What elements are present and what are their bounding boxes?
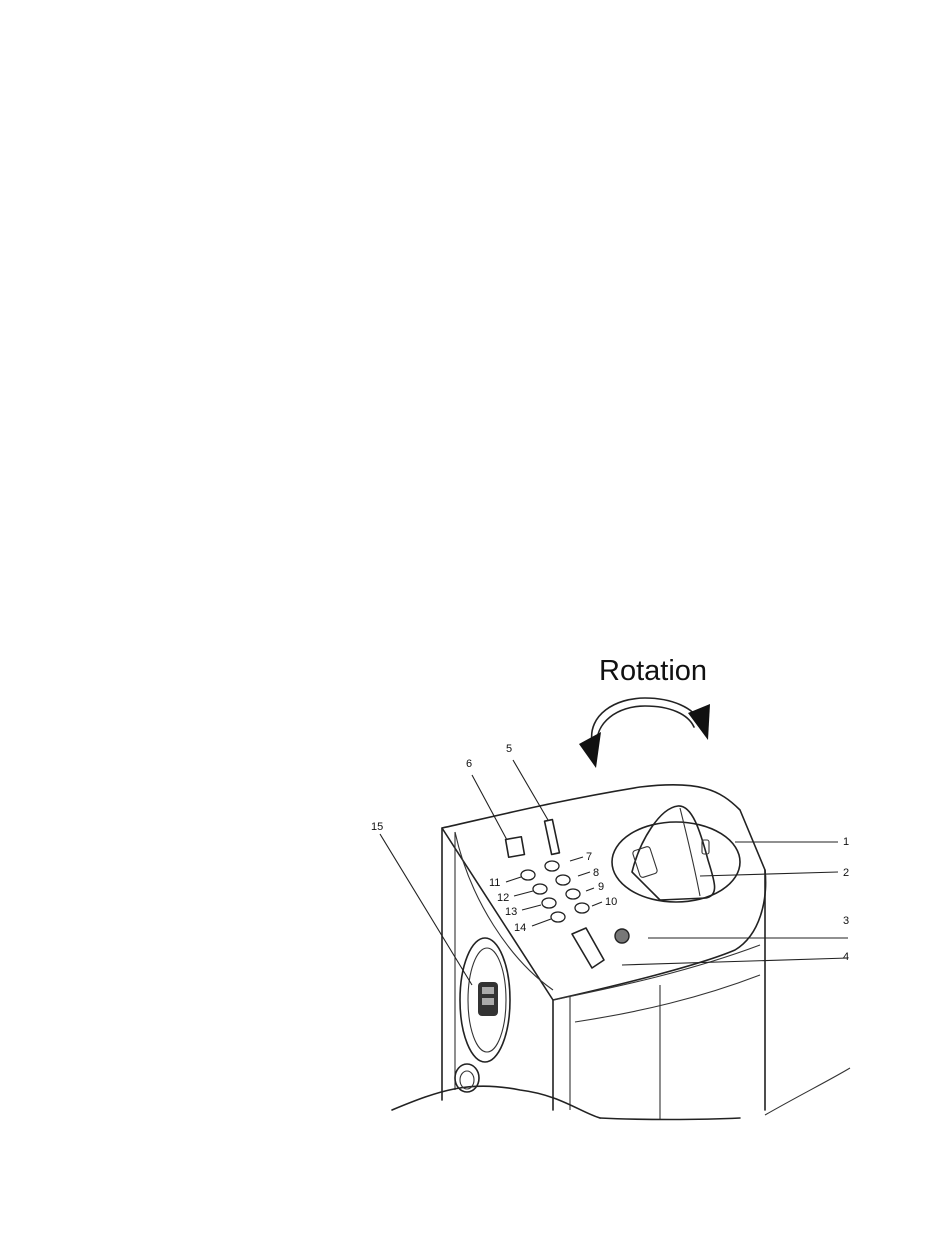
callout-13: 13: [505, 906, 517, 918]
callout-5: 5: [506, 743, 512, 755]
rotation-label: Rotation: [599, 655, 707, 687]
callout-7: 7: [586, 851, 592, 863]
callout-11: 11: [489, 877, 500, 889]
rotation-arrow-icon: [579, 698, 710, 768]
callout-10: 10: [605, 896, 617, 908]
callout-3: 3: [843, 915, 849, 927]
callout-14: 14: [514, 922, 526, 934]
callout-1: 1: [843, 836, 849, 848]
unit-body: [392, 785, 850, 1120]
disc-slot: [572, 928, 604, 968]
card-slot: [545, 820, 560, 855]
rotary-knob: [612, 806, 740, 902]
callout-6: 6: [466, 758, 472, 770]
callout-8: 8: [593, 867, 599, 879]
usb-port: [506, 837, 525, 858]
callout-15: 15: [371, 821, 383, 833]
callout-9: 9: [598, 881, 604, 893]
callout-2: 2: [843, 867, 849, 879]
indicator-light: [615, 929, 629, 943]
callout-4: 4: [843, 951, 849, 963]
callout-12: 12: [497, 892, 509, 904]
display-panel: [455, 938, 510, 1092]
